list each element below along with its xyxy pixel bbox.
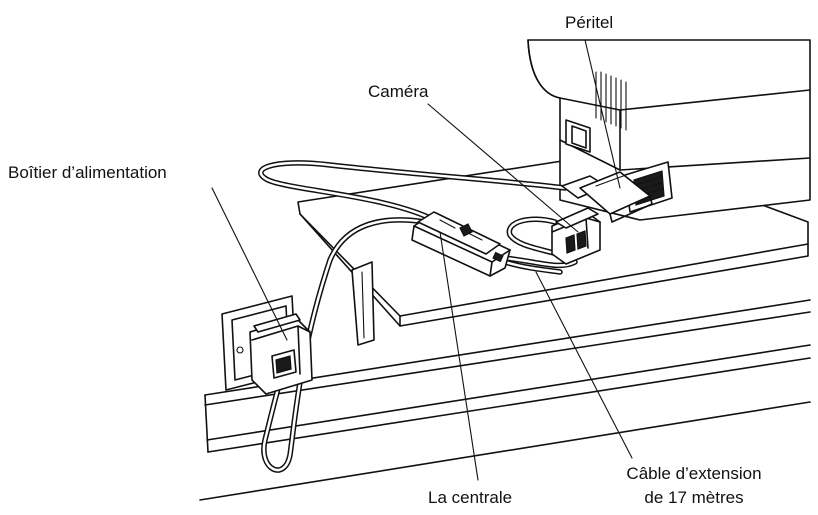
leader-camera: [427, 103, 579, 233]
camera-unit: [551, 207, 601, 265]
label-peritel: Péritel: [565, 13, 614, 32]
power-supply-box: [249, 313, 313, 395]
label-extension-cable-line1: Câble d’extension: [626, 464, 762, 483]
leader-cable: [535, 271, 633, 459]
label-extension-cable-line2: de 17 mètres: [644, 488, 744, 507]
floor-lines: [199, 299, 811, 501]
label-camera: Caméra: [368, 82, 429, 101]
cables: [258, 160, 578, 473]
leader-lines: [211, 39, 633, 481]
central-unit: [411, 211, 511, 277]
label-power-supply: Boîtier d’alimentation: [8, 163, 167, 182]
label-central-unit: La centrale: [428, 488, 513, 507]
vents: [595, 71, 627, 131]
scart-plug: [561, 171, 653, 223]
leader-peritel: [584, 39, 621, 189]
leader-boitier: [211, 187, 288, 341]
leader-centrale: [439, 231, 479, 481]
